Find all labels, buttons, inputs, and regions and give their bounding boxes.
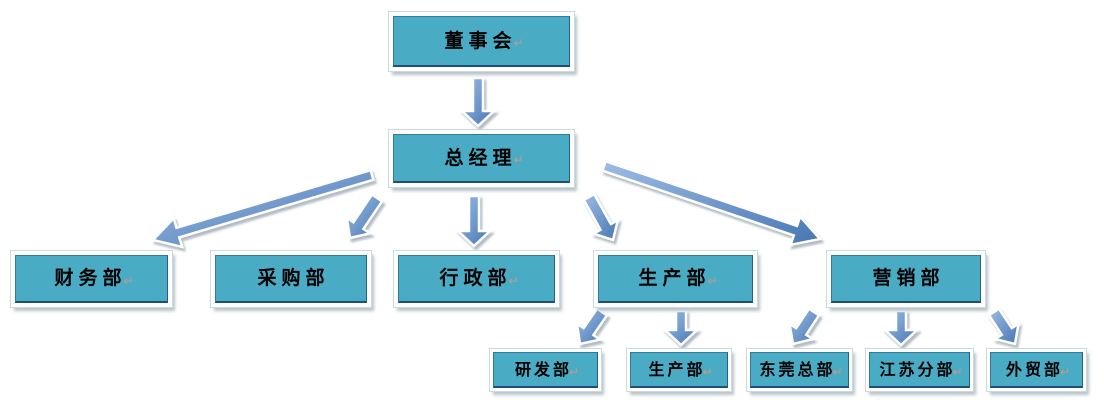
org-node-gm: 总经理↵ [388, 129, 575, 188]
arrow-board-to-gm [458, 76, 498, 128]
org-node-body: 行政部↵ [398, 255, 555, 303]
org-node-admin: 行政部↵ [393, 250, 560, 308]
arrow-gm-to-admin [454, 194, 494, 248]
org-node-purchasing: 采购部 [210, 250, 372, 308]
org-node-label: 生产部 [638, 267, 711, 289]
paragraph-return-mark: ↵ [123, 273, 134, 288]
org-node-body: 财务部↵ [15, 255, 168, 303]
org-node-label: 外贸部 [1005, 359, 1063, 379]
org-node-marketing: 营销部 [826, 250, 986, 308]
paragraph-return-mark: ↵ [707, 273, 718, 288]
arrow-gm-to-finance [150, 168, 375, 249]
paragraph-return-mark: ↵ [952, 364, 963, 379]
org-node-label: 东莞总部 [759, 359, 836, 379]
arrow-gm-to-purchasing [345, 192, 384, 240]
arrow-production-to-rnd [575, 306, 609, 346]
arrow-marketing-to-dongguan-hq [787, 306, 821, 346]
org-node-label: 董事会 [444, 29, 517, 52]
arrow-gm-to-marketing [600, 159, 823, 247]
arrow-gm-to-production [582, 192, 620, 242]
org-node-label: 采购部 [257, 267, 330, 289]
paragraph-return-mark: ↵ [508, 273, 519, 288]
org-node-body: 采购部 [215, 255, 367, 303]
org-node-body: 董事会↵ [393, 16, 570, 67]
arrow-production-to-production2 [661, 309, 701, 347]
org-node-body: 生产部↵ [598, 255, 753, 303]
org-node-production: 生产部↵ [593, 250, 758, 308]
org-node-body: 东莞总部↵ [750, 352, 849, 388]
org-node-finance: 财务部↵ [10, 250, 173, 308]
org-node-body: 生产部↵ [630, 352, 728, 388]
org-node-board: 董事会↵ [388, 11, 575, 72]
paragraph-return-mark: ↵ [513, 153, 524, 167]
arrow-marketing-to-jiangsu-branch [881, 309, 921, 347]
org-node-label: 营销部 [872, 267, 945, 289]
org-node-body: 研发部↵ [493, 352, 598, 388]
org-node-body: 营销部 [831, 255, 981, 303]
org-node-production2: 生产部↵ [626, 348, 732, 392]
paragraph-return-mark: ↵ [832, 364, 843, 379]
paragraph-return-mark: ↵ [513, 36, 524, 50]
org-node-label: 研发部 [514, 359, 572, 379]
org-node-label: 总经理 [444, 146, 517, 169]
org-node-foreign-trade: 外贸部↵ [986, 348, 1087, 392]
org-node-dongguan-hq: 东莞总部↵ [746, 348, 853, 392]
arrow-marketing-to-foreign-trade [987, 306, 1021, 346]
paragraph-return-mark: ↵ [568, 364, 580, 379]
org-node-body: 江苏分部↵ [869, 352, 970, 388]
org-node-label: 江苏分部 [879, 359, 956, 379]
paragraph-return-mark: ↵ [1059, 364, 1071, 379]
org-node-rnd: 研发部↵ [489, 348, 602, 392]
org-node-body: 外贸部↵ [990, 352, 1083, 388]
org-node-label: 财务部 [54, 267, 127, 289]
org-node-jiangsu-branch: 江苏分部↵ [865, 348, 974, 392]
org-node-label: 行政部 [439, 267, 512, 289]
org-node-label: 生产部 [648, 359, 706, 379]
paragraph-return-mark: ↵ [702, 364, 713, 379]
org-node-body: 总经理↵ [393, 134, 570, 183]
